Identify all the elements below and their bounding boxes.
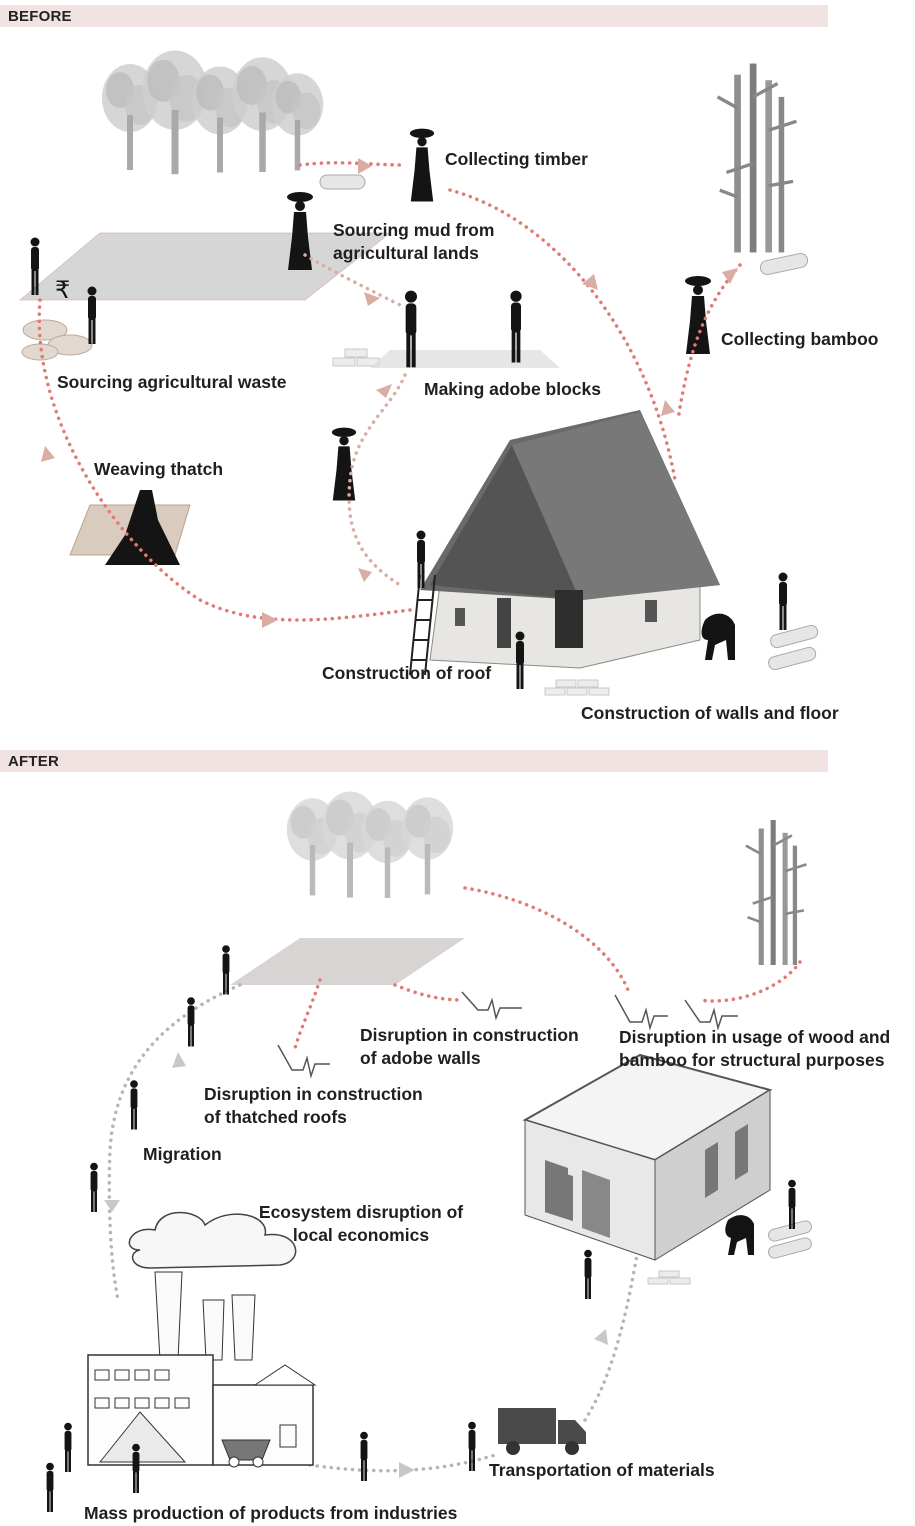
truck-icon — [498, 1408, 586, 1455]
label-construction-of-roof: Construction of roof — [322, 663, 492, 683]
after-section-header: AFTER — [0, 750, 828, 772]
disruption-flatline-icons — [277, 991, 738, 1079]
person-silhouette — [584, 1249, 592, 1299]
timber-bundle-icon — [319, 174, 819, 671]
weaver-silhouette — [105, 490, 180, 565]
label-sourcing-mud-line2: agricultural lands — [333, 243, 479, 263]
adobe-blocks-icon — [332, 348, 610, 696]
label-disruption-thatch-line2: of thatched roofs — [204, 1107, 347, 1127]
person-silhouette — [788, 1179, 796, 1229]
rupee-icon: ₹ — [55, 276, 70, 304]
label-disruption-adobe-line2: of adobe walls — [360, 1048, 481, 1068]
factory-illustration — [87, 1211, 317, 1468]
worker-silhouette — [46, 1462, 54, 1512]
roofer-silhouette — [416, 530, 426, 588]
label-sourcing-agricultural-waste: Sourcing agricultural waste — [57, 372, 287, 392]
label-construction-walls-floor: Construction of walls and floor — [581, 703, 839, 723]
person-silhouette — [778, 572, 788, 630]
thatched-house-illustration — [420, 410, 720, 669]
forest-illustration — [102, 50, 324, 175]
label-disruption-wood-line2: bamboo for structural purposes — [619, 1050, 885, 1070]
migrating-person-silhouette — [222, 945, 230, 995]
label-weaving-thatch: Weaving thatch — [94, 459, 224, 479]
migrating-person-silhouette — [130, 1080, 138, 1130]
label-making-adobe-blocks: Making adobe blocks — [424, 379, 601, 399]
label-disruption-wood-line1: Disruption in usage of wood and — [619, 1027, 891, 1047]
label-disruption-adobe-line1: Disruption in construction — [360, 1025, 579, 1045]
woman-carrying-mud-silhouette — [287, 192, 313, 270]
person-sweeping-silhouette — [725, 1215, 754, 1255]
before-illustration: ₹ — [18, 50, 819, 696]
after-illustration — [46, 791, 812, 1512]
blocks-icon — [647, 1270, 691, 1285]
timber-bundle-icon — [768, 1220, 812, 1259]
before-section-header: BEFORE — [0, 5, 828, 27]
ladder-icon — [409, 574, 436, 676]
label-ecosystem-line1: Ecosystem disruption of — [258, 1202, 464, 1222]
bamboo-illustration — [715, 61, 799, 255]
person-sweeping-silhouette — [701, 613, 735, 660]
person-silhouette — [30, 237, 40, 295]
before-title: BEFORE — [8, 8, 72, 25]
label-mass-production: Mass production of products from industr… — [84, 1503, 458, 1523]
label-ecosystem-line2: local economics — [292, 1225, 430, 1245]
label-disruption-thatch-line1: Disruption in construction — [204, 1084, 423, 1104]
migrating-person-silhouette — [187, 997, 195, 1047]
worker-silhouette — [64, 1422, 72, 1472]
label-transportation-of-materials: Transportation of materials — [489, 1460, 715, 1480]
woman-carrying-bamboo-silhouette — [685, 276, 711, 354]
forest-illustration — [286, 791, 454, 898]
after-title: AFTER — [8, 753, 59, 770]
migrating-person-silhouette — [90, 1162, 98, 1212]
agricultural-field — [230, 938, 465, 985]
worker-silhouette — [468, 1421, 476, 1471]
label-collecting-bamboo: Collecting bamboo — [721, 329, 879, 349]
label-collecting-timber: Collecting timber — [445, 149, 588, 169]
agricultural-waste-icon — [21, 319, 93, 361]
label-migration: Migration — [143, 1144, 222, 1164]
concrete-house-illustration — [522, 1053, 773, 1261]
bamboo-illustration — [744, 820, 808, 965]
label-sourcing-mud-line1: Sourcing mud from — [333, 220, 495, 240]
worker-silhouette — [360, 1431, 368, 1481]
woman-carrying-blocks-silhouette — [331, 427, 357, 501]
woman-carrying-timber-silhouette — [409, 128, 435, 202]
